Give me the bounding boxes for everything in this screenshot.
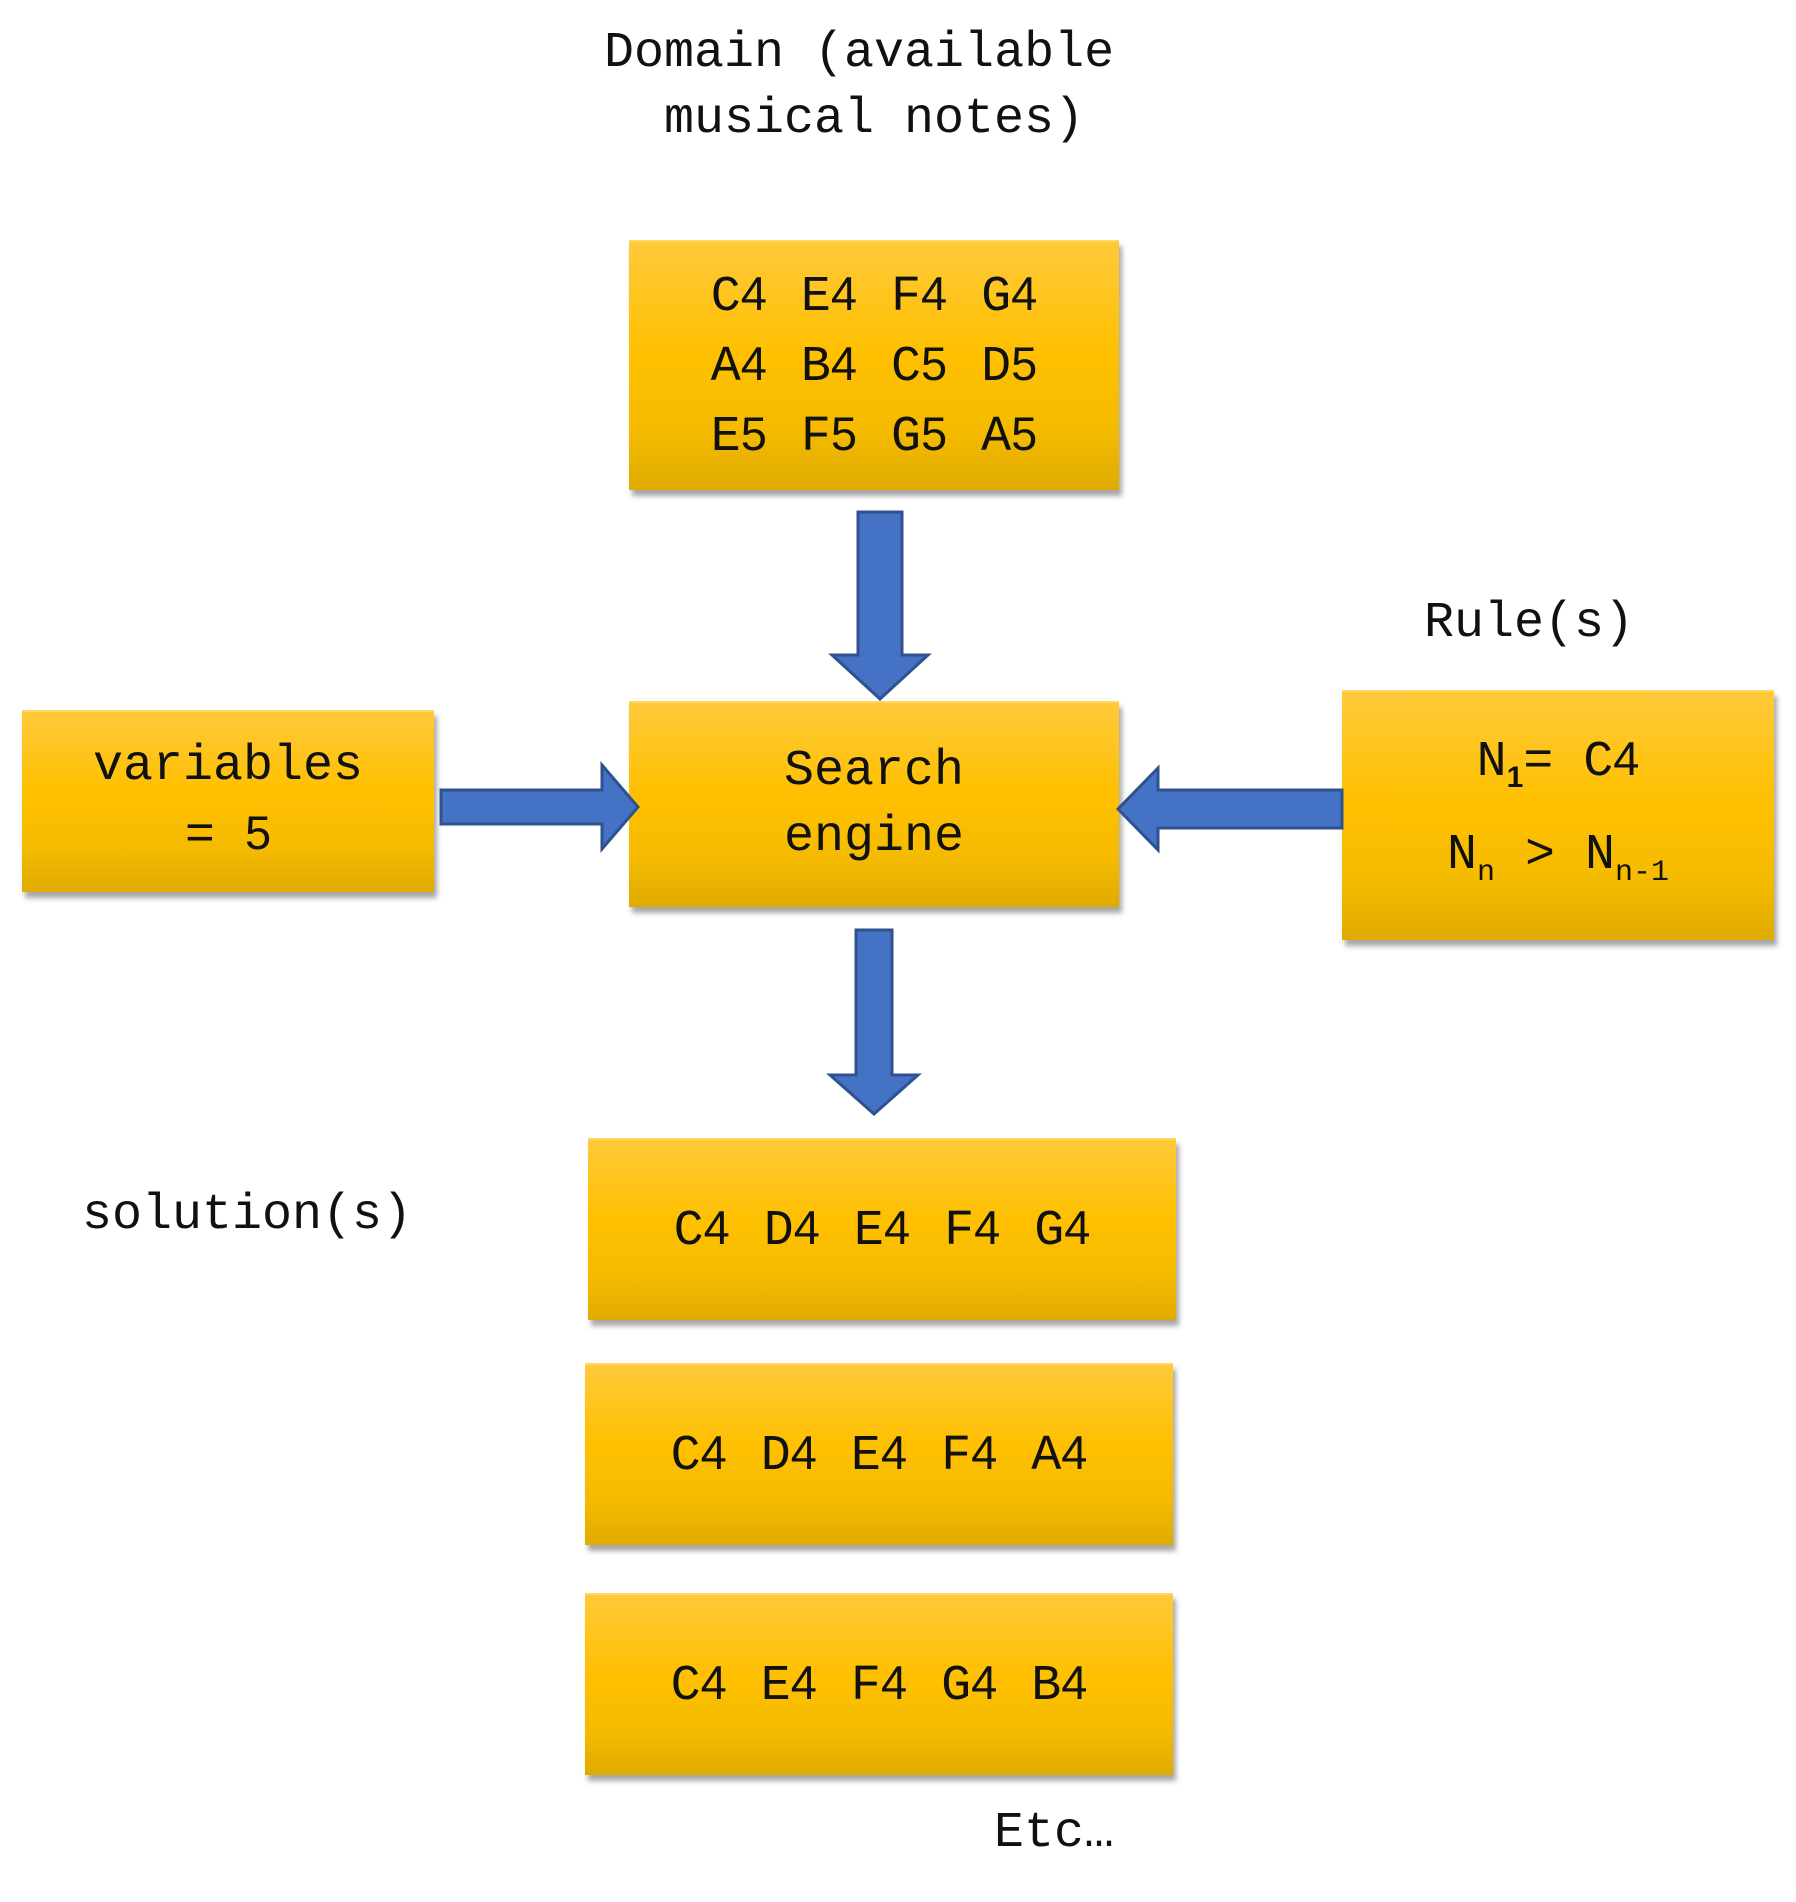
solution-note: G4	[1034, 1201, 1091, 1260]
arrow-rules-to-engine	[1115, 764, 1344, 854]
domain-note: E5	[710, 407, 767, 466]
domain-note: C4	[710, 267, 767, 326]
solution-note: F4	[850, 1656, 908, 1715]
rule-first-note: N1= C4	[1476, 732, 1640, 794]
rule-ascending: Nn > Nn-1	[1446, 827, 1670, 890]
solution-note: F4	[941, 1426, 998, 1485]
solution-box-3: C4 E4 F4 G4 B4	[585, 1593, 1173, 1775]
domain-note: G4	[981, 267, 1038, 326]
solution-box-1: C4 D4 E4 F4 G4	[588, 1138, 1176, 1320]
variables-label: variables	[92, 738, 364, 795]
solution-note: A4	[1031, 1426, 1088, 1485]
domain-note: A5	[981, 407, 1038, 466]
domain-note: F5	[800, 407, 857, 466]
solutions-title: solution(s)	[82, 1187, 413, 1244]
search-engine-box: Search engine	[629, 701, 1119, 907]
solution-note: E4	[853, 1201, 911, 1260]
solution-note: C4	[670, 1426, 727, 1485]
domain-note: E4	[800, 267, 857, 326]
solution-note: D4	[763, 1201, 820, 1260]
solution-note: D4	[760, 1426, 817, 1485]
domain-note: C5	[891, 337, 948, 396]
solution-note: C4	[670, 1656, 727, 1715]
etc-label: Etc…	[994, 1805, 1115, 1862]
domain-row: E5 F5 G5 A5	[711, 401, 1038, 471]
domain-note: G5	[891, 407, 948, 466]
domain-row: C4 E4 F4 G4	[711, 261, 1038, 331]
solution-note: C4	[673, 1201, 730, 1260]
domain-title-line2: musical notes)	[664, 91, 1085, 148]
solution-notes: C4 D4 E4 F4 G4	[674, 1195, 1091, 1265]
domain-notes-box: C4 E4 F4 G4 A4 B4 C5 D5 E5 F5 G5 A5	[629, 240, 1119, 490]
domain-note: D5	[981, 337, 1038, 396]
arrow-domain-to-engine	[828, 510, 932, 702]
solution-note: G4	[941, 1656, 998, 1715]
variables-value: 5	[244, 806, 272, 859]
solution-notes: C4 E4 F4 G4 B4	[671, 1650, 1088, 1720]
solution-note: B4	[1031, 1656, 1088, 1715]
domain-title-line1: Domain (available	[604, 25, 1115, 82]
domain-note: A4	[710, 337, 767, 396]
arrow-engine-to-solutions	[826, 928, 922, 1117]
variables-box: variables = 5	[22, 710, 434, 892]
search-engine-line1: Search	[783, 743, 965, 800]
domain-note: B4	[800, 337, 857, 396]
solution-note: F4	[944, 1201, 1001, 1260]
arrow-variables-to-engine	[439, 760, 640, 854]
rules-box: N1= C4 Nn > Nn-1	[1342, 690, 1774, 940]
rules-title: Rule(s)	[1424, 595, 1635, 652]
solution-notes: C4 D4 E4 F4 A4	[671, 1420, 1088, 1490]
solution-note: E4	[850, 1426, 908, 1485]
domain-note: F4	[891, 267, 948, 326]
domain-row: A4 B4 C5 D5	[711, 331, 1038, 401]
search-engine-line2: engine	[783, 809, 965, 866]
solution-note: E4	[760, 1656, 817, 1715]
solution-box-2: C4 D4 E4 F4 A4	[585, 1363, 1173, 1545]
variables-value-line: = 5	[184, 806, 272, 865]
